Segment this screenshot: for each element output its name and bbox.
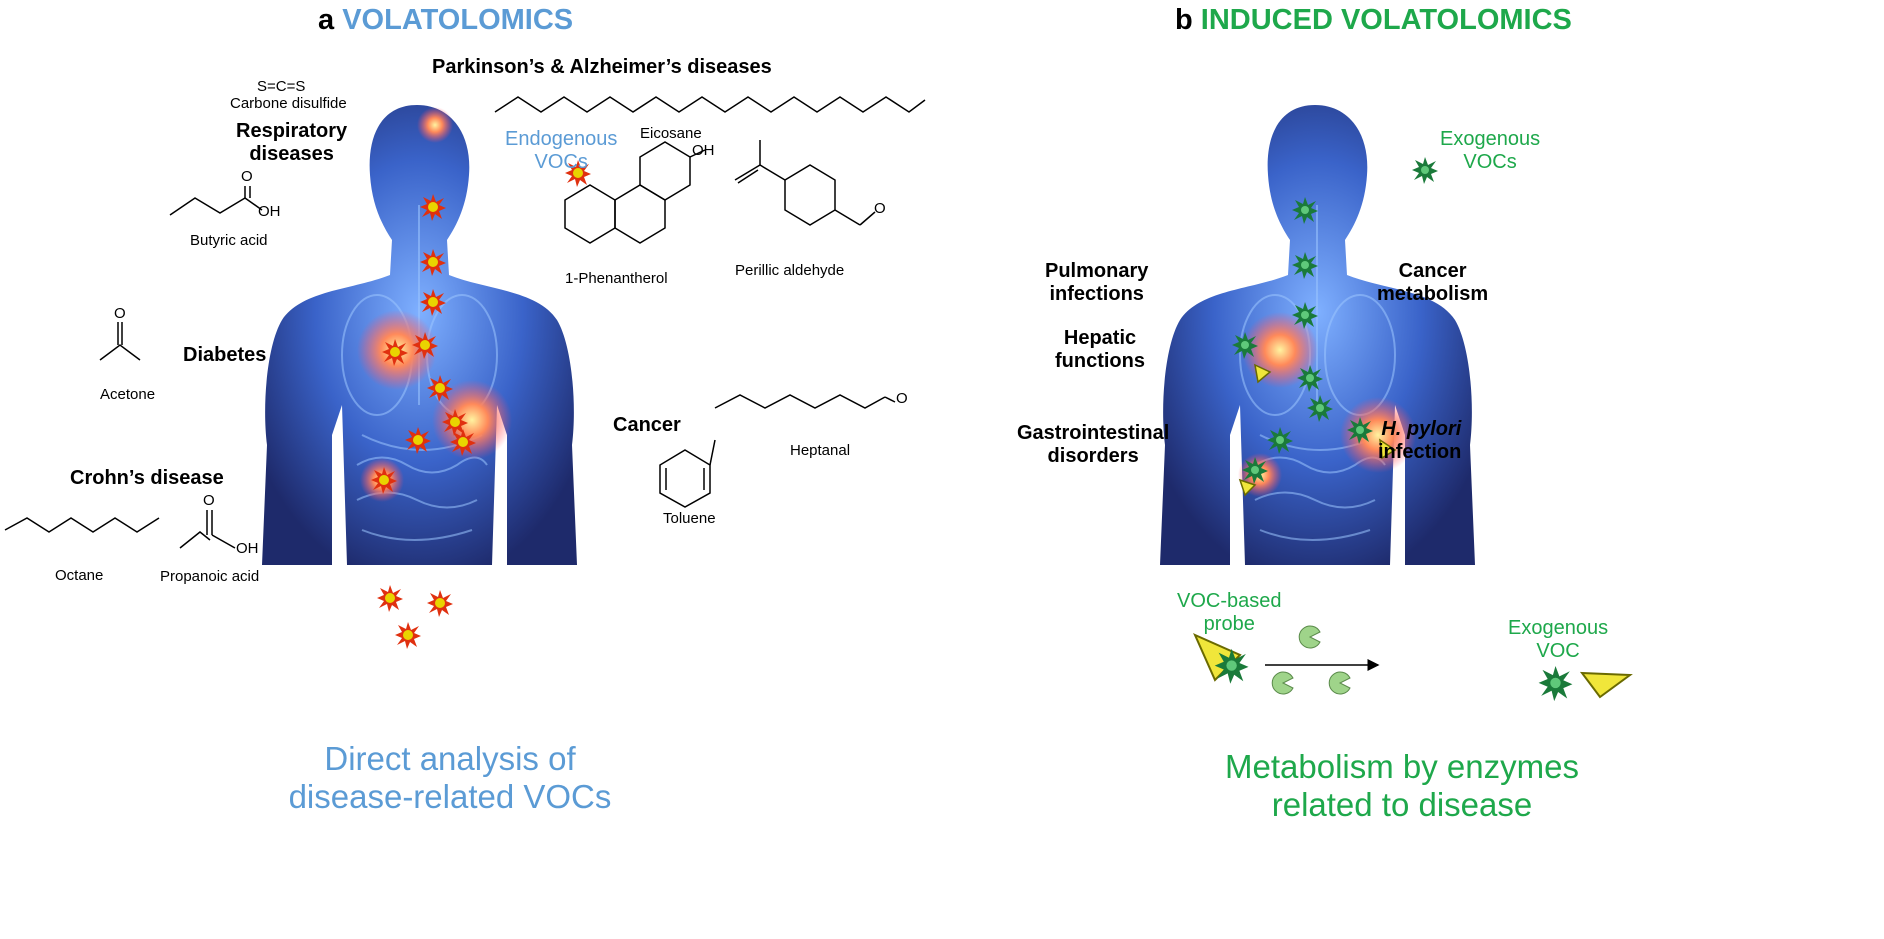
label-perillic-aldehyde: Perillic aldehyde [735,262,845,279]
released-probe-icon [1579,671,1633,699]
octane-structure [4,517,160,533]
label-line: probe [1203,613,1255,635]
label-line: VOCs [1463,151,1517,173]
label-propanoic-acid: Propanoic acid [160,568,260,585]
reaction-scheme [1193,625,1633,702]
caption-line: Metabolism by enzymes [1225,748,1579,785]
caption-line: related to disease [1271,785,1533,823]
label-cancer-metabolism: Cancer metabolism [1377,260,1488,306]
panel-b-caption: Metabolism by enzymes related to disease [1152,748,1652,824]
label-acetone: Acetone [100,386,156,403]
perillic-o: O [874,200,886,217]
label-line: infections [1049,283,1144,305]
label-parkinson: Parkinson’s & Alzheimer’s diseases [432,56,772,78]
panel-a-title: a VOLATOLOMICS [318,4,573,37]
propanoic-structure [179,531,211,549]
label-line: Pulmonary [1045,260,1149,282]
acetone-structure [99,344,141,361]
human-body-a [261,104,578,566]
label-hepatic: Hepatic functions [1055,327,1145,373]
label-voc-probe: VOC-based probe [1177,590,1282,636]
label-line: Cancer [1398,260,1467,282]
phenantherol-oh: OH [692,142,715,159]
label-line: metabolism [1377,283,1489,305]
label-respiratory: Respiratory diseases [236,120,347,166]
toluene-structure [659,439,716,508]
label-octane: Octane [55,567,104,584]
butyric-oh: OH [258,203,281,220]
caption-line: disease-related VOCs [288,777,612,815]
label-line: VOC-based [1177,590,1282,612]
heptanal-structure [714,394,886,409]
butyric-o: O [241,168,253,185]
label-line: VOCs [534,151,588,173]
label-line: Hepatic [1063,327,1137,349]
label-diabetes: Diabetes [183,344,267,366]
label-line: diseases [249,143,334,165]
propanoic-o: O [203,492,215,509]
label-line: infection [1378,441,1462,463]
probe-icons [1238,363,1397,497]
label-heptanal: Heptanal [790,442,851,459]
label-line: disorders [1047,445,1139,467]
label-toluene: Toluene [663,510,716,527]
label-endogenous-vocs: Endogenous VOCs [505,128,617,174]
label-cancer: Cancer [613,414,681,436]
panel-a-heading: VOLATOLOMICS [342,4,574,36]
molecule-structures [4,96,926,549]
panel-a-caption: Direct analysis of disease-related VOCs [250,740,650,816]
panel-b-title: b INDUCED VOLATOLOMICS [1175,4,1572,37]
label-line: functions [1055,350,1145,372]
perillic-structure [734,140,876,226]
phenantherol-structure [564,141,706,244]
acetone-o: O [114,305,126,322]
label-line: H. pylori [1381,418,1462,440]
label-line: Respiratory [236,120,348,142]
label-butyric-acid: Butyric acid [190,232,268,249]
panel-b-heading: INDUCED VOLATOLOMICS [1200,4,1572,36]
propanoic-oh: OH [236,540,259,557]
label-gastrointestinal: Gastrointestinal disorders [1017,422,1169,468]
label-crohn: Crohn’s disease [70,467,224,489]
label-line: Exogenous [1440,128,1541,150]
cs2-formula: S=C=S [257,78,306,95]
label-line: Gastrointestinal [1017,422,1170,444]
label-eicosane: Eicosane [640,125,702,142]
panel-a-letter: a [318,4,335,36]
label-carbon-disulfide: Carbone disulfide [230,95,347,112]
label-line: Endogenous [505,128,618,150]
label-pulmonary: Pulmonary infections [1045,260,1148,306]
label-phenantherol: 1-Phenantherol [565,270,668,287]
enzyme-icons [1271,625,1351,695]
label-exogenous-vocs: Exogenous VOCs [1440,128,1540,174]
panel-b-letter: b [1175,4,1193,36]
caption-line: Direct analysis of [324,740,576,777]
butyric-structure [169,197,263,216]
label-line: Exogenous [1508,617,1609,639]
eicosane-structure [494,96,926,113]
label-h-pylori: H. pylori infection [1378,418,1461,464]
label-exogenous-voc: Exogenous VOC [1508,617,1608,663]
label-line: VOC [1536,640,1580,662]
heptanal-o: O [896,390,908,407]
